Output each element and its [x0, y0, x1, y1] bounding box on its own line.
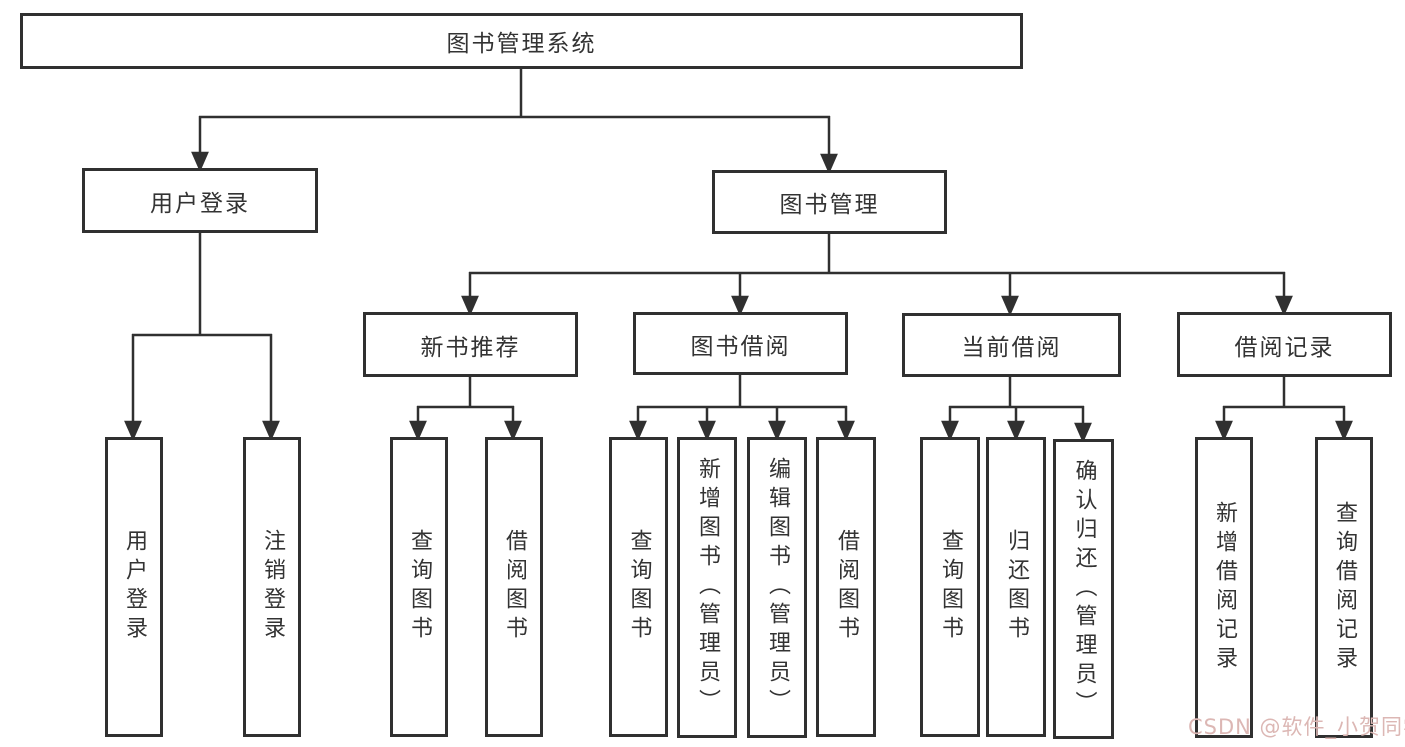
node-label: 借阅记录	[1234, 334, 1335, 361]
leaf-query-borrow-record: 查询借阅记录	[1315, 437, 1373, 738]
node-label: 归还图书	[1004, 529, 1029, 645]
arrow-down-icon	[409, 420, 427, 442]
node-label: 新增图书（管理员）	[695, 457, 720, 718]
arrow-down-icon	[820, 153, 838, 175]
node-label: 确认归还（管理员）	[1071, 458, 1097, 720]
arrow-down-icon	[698, 420, 716, 442]
connector-current-borrow-to-leaves	[941, 377, 1092, 444]
arrow-down-icon	[731, 295, 749, 317]
leaf-borrow-books-2: 借阅图书	[816, 437, 876, 737]
leaf-confirm-return-admin: 确认归还（管理员）	[1053, 439, 1114, 739]
node-system-root: 图书管理系统	[20, 13, 1023, 69]
arrow-down-icon	[1001, 295, 1019, 317]
node-label: 查询借阅记录	[1332, 500, 1357, 675]
connector-root-to-level2	[191, 68, 838, 175]
arrow-down-icon	[262, 420, 280, 442]
node-label: 编辑图书（管理员）	[765, 457, 790, 718]
node-label: 用户登录	[122, 529, 147, 645]
node-label: 新增借阅记录	[1212, 500, 1237, 675]
leaf-query-books-3: 查询图书	[920, 437, 980, 737]
leaf-query-books: 查询图书	[390, 437, 448, 737]
leaf-add-borrow-record: 新增借阅记录	[1195, 437, 1253, 738]
node-label: 当前借阅	[961, 335, 1062, 361]
node-label: 查询图书	[407, 529, 432, 645]
node-label: 用户登录	[150, 190, 250, 217]
arrow-down-icon	[1275, 295, 1293, 317]
arrow-down-icon	[629, 420, 647, 442]
arrow-down-icon	[504, 420, 522, 442]
node-book-borrow: 图书借阅	[633, 312, 848, 375]
arrow-down-icon	[768, 420, 786, 442]
arrow-down-icon	[191, 151, 209, 173]
leaf-query-books-2: 查询图书	[609, 437, 668, 737]
arrow-down-icon	[461, 295, 479, 317]
arrow-down-icon	[837, 420, 855, 442]
leaf-user-login: 用户登录	[105, 437, 163, 737]
connector-new-book-to-leaves	[409, 377, 522, 442]
node-label: 借阅图书	[834, 529, 859, 645]
connector-book-mgmt-to-level3	[461, 233, 1293, 317]
csdn-watermark: CSDN @软件_小贺同学	[1188, 715, 1405, 739]
connector-borrow-record-to-leaves	[1215, 377, 1353, 442]
leaf-borrow-books: 借阅图书	[485, 437, 543, 737]
leaf-add-book-admin: 新增图书（管理员）	[677, 437, 737, 738]
arrow-down-icon	[124, 420, 142, 442]
connector-user-login-to-leaves	[124, 232, 280, 442]
connector-book-borrow-to-leaves	[629, 374, 855, 442]
node-label: 注销登录	[260, 529, 285, 645]
leaf-return-books: 归还图书	[986, 437, 1046, 737]
node-new-book-recommend: 新书推荐	[363, 312, 578, 377]
node-borrow-record: 借阅记录	[1177, 312, 1392, 377]
node-user-login: 用户登录	[82, 168, 318, 233]
node-label: 新书推荐	[420, 334, 521, 361]
arrow-down-icon	[1074, 422, 1092, 444]
node-label: 图书管理	[779, 192, 880, 218]
node-label: 图书借阅	[690, 333, 791, 360]
node-current-borrow: 当前借阅	[902, 313, 1121, 377]
leaf-edit-book-admin: 编辑图书（管理员）	[747, 437, 807, 738]
node-label: 查询图书	[938, 529, 963, 645]
node-label: 借阅图书	[502, 529, 527, 645]
leaf-logout: 注销登录	[243, 437, 301, 737]
arrow-down-icon	[1335, 420, 1353, 442]
node-book-management: 图书管理	[712, 170, 947, 234]
node-label: 图书管理系统	[446, 31, 597, 57]
node-label: 查询图书	[626, 529, 652, 645]
arrow-down-icon	[941, 420, 959, 442]
arrow-down-icon	[1007, 420, 1025, 442]
arrow-down-icon	[1215, 420, 1233, 442]
